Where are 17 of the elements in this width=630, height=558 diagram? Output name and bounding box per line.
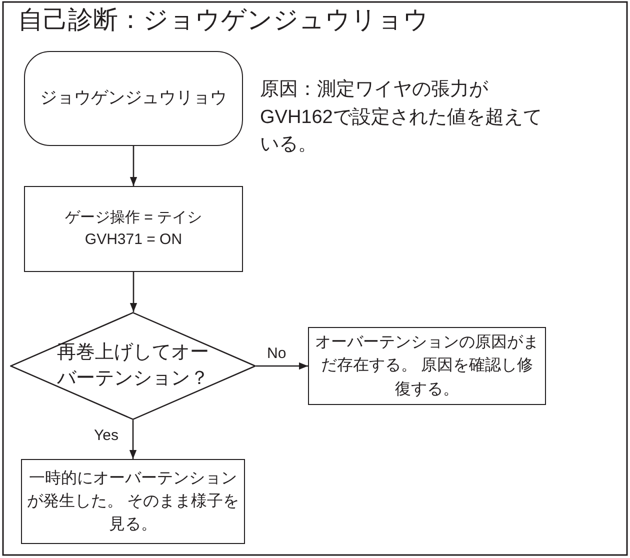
node-text: 一時的にオーバーテンションが発生した。 そのまま様子を見る。 xyxy=(26,468,240,536)
decision-diamond xyxy=(10,312,256,420)
process-box xyxy=(24,186,243,272)
node-text: ゲージ操作 = テイシ xyxy=(64,208,204,228)
node-text: 再巻上げしてオーバーテンション？ xyxy=(56,341,210,391)
process-box xyxy=(308,327,546,405)
cause-note: 原因：測定ワイヤの張力が GVH162で設定された値を超えている。 xyxy=(260,78,543,158)
arrow xyxy=(256,362,308,370)
arrow xyxy=(130,146,138,186)
arrow xyxy=(129,420,137,459)
arrow xyxy=(130,272,138,312)
node-text: ジョウゲンジュウリョウ xyxy=(39,87,228,110)
node-text: オーバーテンションの原因がまだ存在する。 原因を確認し修復する。 xyxy=(314,333,540,400)
node-text: GVH371 = ON xyxy=(84,230,184,250)
start-terminal xyxy=(24,51,243,146)
process-box xyxy=(21,459,245,544)
diagram-title: 自己診断：ジョウゲンジュウリョウ xyxy=(18,5,429,35)
